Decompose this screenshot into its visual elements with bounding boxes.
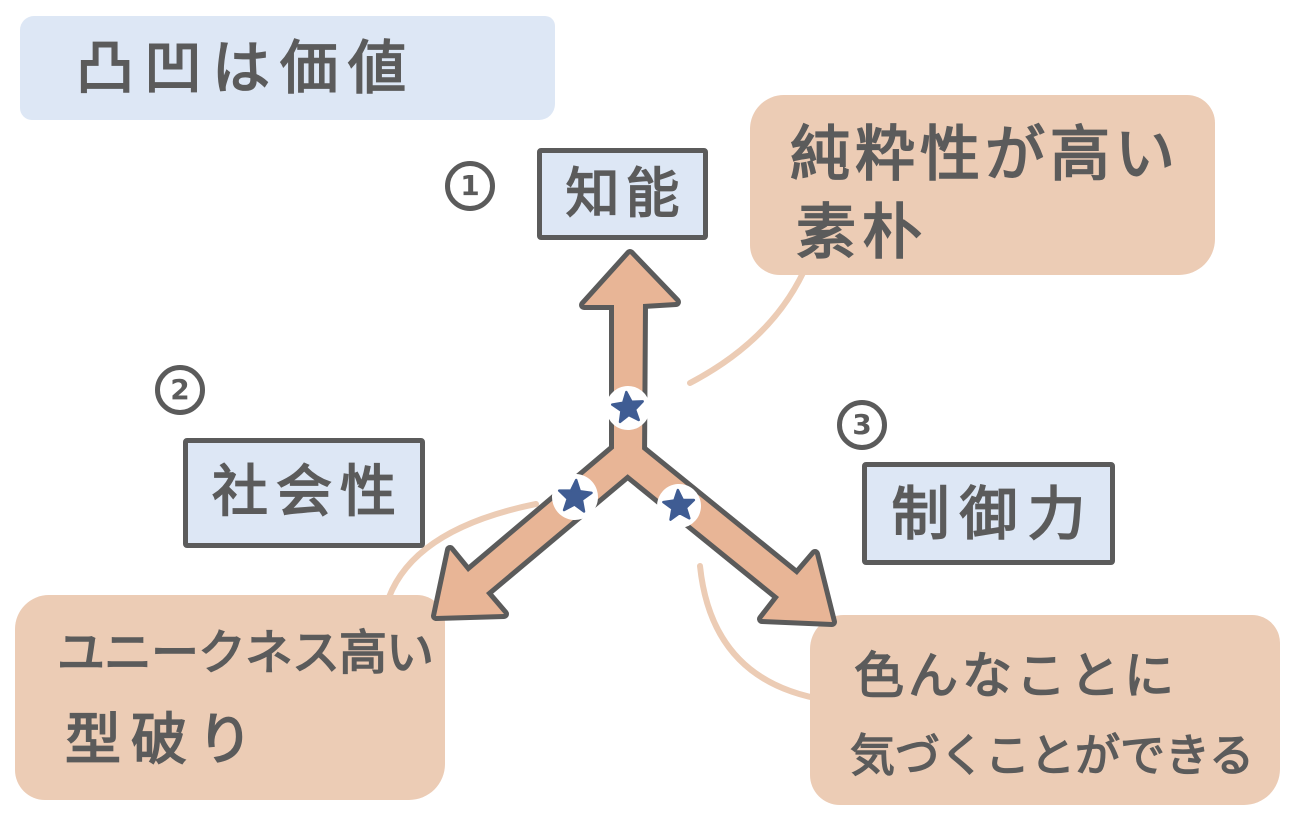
axis-label: 社会性: [212, 460, 404, 525]
number-badge-2: 2: [155, 365, 205, 415]
note-bubble-sociality: ユニークネス高い 型破り: [15, 595, 445, 800]
number-badge-label: 1: [460, 169, 480, 202]
axis-label-box-intelligence: 知能: [537, 148, 708, 240]
axis-label: 制御力: [891, 479, 1096, 548]
arrow-bodies: [436, 254, 832, 622]
note-tail-control: [697, 563, 829, 703]
note-tail-intelligence: [687, 259, 811, 386]
axis-label-box-sociality: 社会性: [183, 438, 425, 548]
star-icon: [552, 474, 598, 520]
note-line: 素朴: [796, 198, 928, 268]
note-line: 気づくことができる: [850, 729, 1255, 782]
note-line: 色んなことに: [854, 647, 1178, 705]
note-line: ユニークネス高い: [57, 625, 434, 681]
number-badge-3: 3: [837, 400, 887, 450]
star-shape: [662, 488, 696, 521]
star-icon: [606, 386, 650, 430]
title-box: 凸凹は価値: [20, 16, 555, 120]
arrow-intelligence: [584, 254, 676, 460]
number-badge-label: 2: [170, 373, 190, 406]
axis-label: 知能: [565, 162, 686, 225]
note-bubble-control: 色んなことに 気づくことができる: [810, 615, 1280, 805]
star-icon: [657, 484, 701, 528]
note-tail-sociality: [383, 501, 539, 609]
note-line: 純粋性が高い: [790, 120, 1180, 190]
number-badge-1: 1: [445, 161, 495, 211]
note-line: 型破り: [65, 708, 263, 773]
star-shape: [557, 478, 593, 513]
arrow-sociality: [436, 446, 635, 616]
arrow-control: [620, 446, 832, 622]
note-bubble-intelligence: 純粋性が高い 素朴: [750, 95, 1215, 275]
star-shape: [611, 390, 644, 424]
number-badge-label: 3: [852, 408, 872, 441]
axis-label-box-control: 制御力: [862, 462, 1115, 565]
diagram-title: 凸凹は価値: [76, 34, 417, 102]
